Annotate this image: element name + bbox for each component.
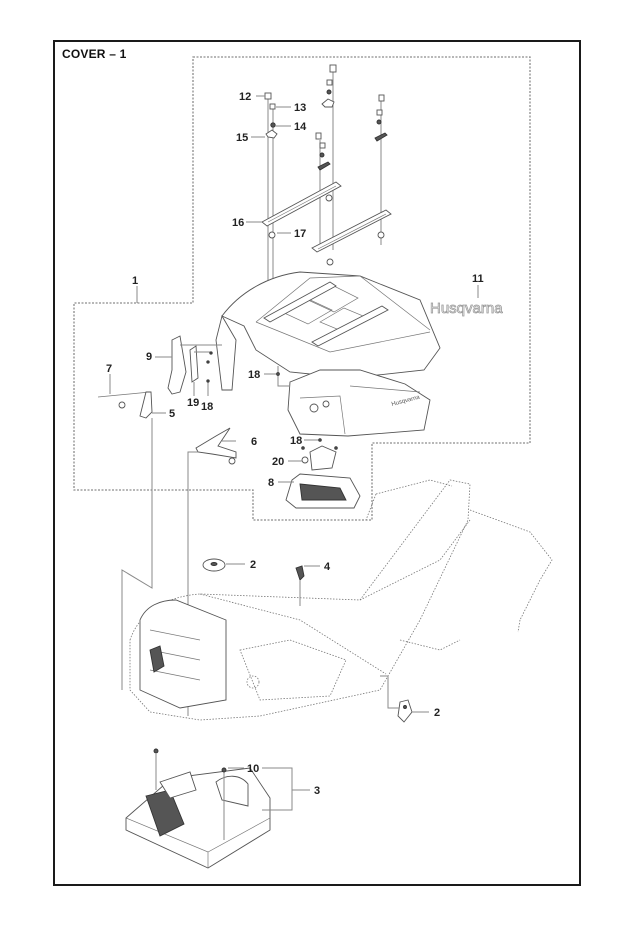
callout-18-light: 18 — [290, 435, 302, 447]
front-console-part: Husqvarna — [287, 369, 431, 437]
callout-17: 17 — [294, 228, 306, 240]
brand-text: Husqvarna — [430, 300, 503, 317]
callout-4: 4 — [324, 561, 331, 573]
side-handle-part — [155, 335, 222, 396]
callout-2-bottom: 2 — [434, 707, 440, 719]
callout-16: 16 — [232, 217, 244, 229]
callout-3: 3 — [314, 785, 320, 797]
callout-6: 6 — [251, 436, 257, 448]
callout-10: 10 — [247, 763, 259, 775]
hardware-stack-center — [315, 64, 337, 250]
callout-20: 20 — [272, 456, 284, 468]
callout-15: 15 — [236, 132, 248, 144]
rail-left — [261, 181, 342, 239]
callout-8: 8 — [268, 477, 274, 489]
knob-part-top — [202, 558, 245, 572]
callout-18-cover: 18 — [248, 369, 260, 381]
callout-5: 5 — [169, 408, 175, 420]
callout-9: 9 — [146, 351, 152, 363]
fastener-18 — [264, 366, 290, 387]
knob-part-bottom — [380, 675, 429, 723]
rail-right — [311, 209, 392, 266]
husqvarna-logo-decal: Husqvarna — [430, 285, 504, 317]
callout-19: 19 — [187, 397, 199, 409]
assembly-boundary — [73, 56, 531, 521]
callout-2-top: 2 — [250, 559, 256, 571]
callout-18-side: 18 — [201, 401, 213, 413]
main-cover-part — [215, 271, 441, 391]
light-housing-part — [278, 438, 361, 509]
mower-chassis-frame — [129, 479, 553, 721]
callout-14: 14 — [294, 121, 307, 133]
clip-part — [295, 565, 320, 606]
callout-12: 12 — [239, 91, 251, 103]
diagram-frame — [53, 40, 581, 886]
callout-1: 1 — [132, 275, 138, 287]
diagram-title: COVER – 1 — [62, 47, 127, 61]
cable-clamp-part — [97, 374, 166, 690]
hardware-stack-right — [374, 94, 388, 245]
callout-13: 13 — [294, 102, 306, 114]
callout-11: 11 — [472, 273, 484, 285]
engine-cover-part — [125, 748, 310, 869]
callout-7: 7 — [106, 363, 112, 375]
